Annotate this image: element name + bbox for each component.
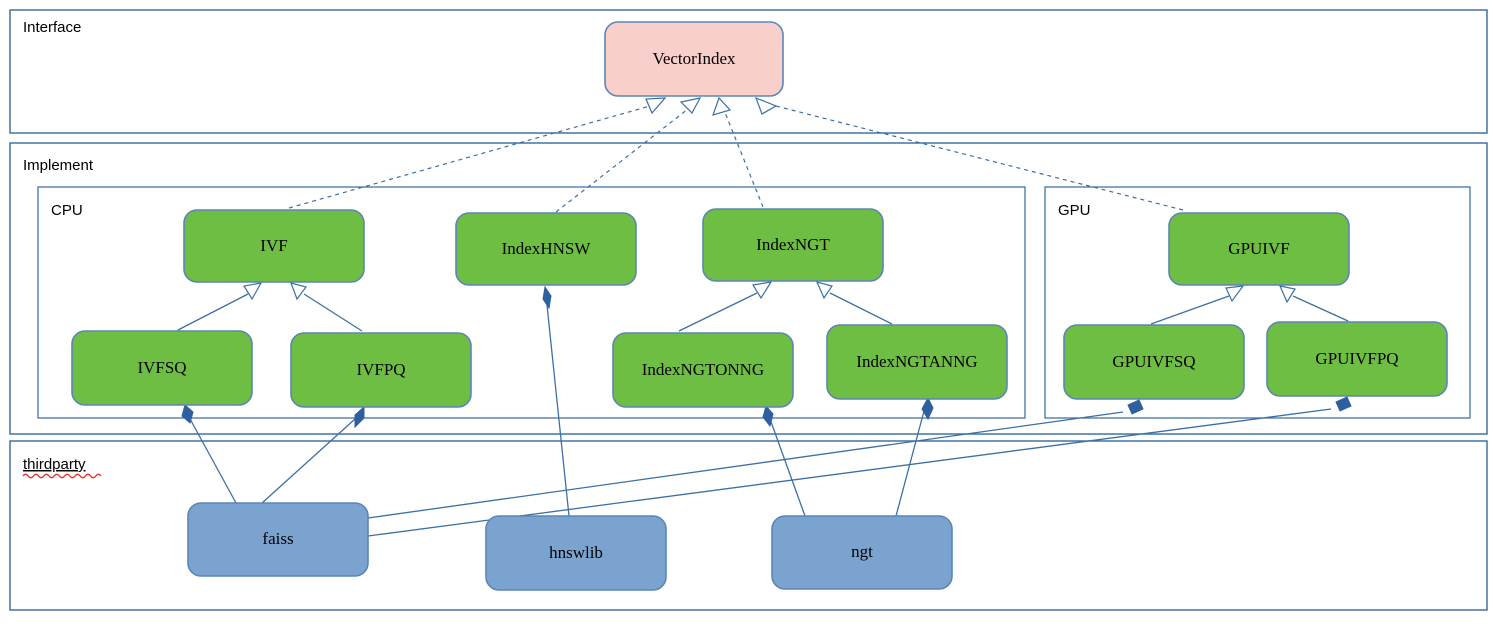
node-gpuivfsq[interactable]: GPUIVFSQ (1063, 324, 1245, 400)
edge-ngt-indexngtanng (895, 410, 925, 517)
group-frame-gpu (1044, 186, 1471, 419)
node-label-indexngtanng: IndexNGTANNG (856, 352, 977, 371)
arrowhead-filled-diamond (181, 404, 194, 424)
arrowhead-hollow-triangle (752, 281, 773, 300)
node-ngt[interactable]: ngt (771, 515, 953, 590)
node-label-gpuivfsq: GPUIVFSQ (1112, 352, 1195, 371)
arrowhead-hollow-triangle (290, 282, 308, 301)
node-ivfpq[interactable]: IVFPQ (290, 332, 472, 408)
node-label-gpuivfpq: GPUIVFPQ (1315, 349, 1398, 368)
arrowhead-hollow-triangle (712, 96, 732, 116)
arrowhead-hollow-triangle (815, 281, 833, 300)
group-frame-cpu (37, 186, 1026, 419)
node-box-ivfpq[interactable] (290, 332, 472, 408)
arrowhead-filled-diamond (354, 405, 365, 429)
node-box-faiss[interactable] (187, 502, 369, 577)
node-box-ivfsq[interactable] (71, 330, 253, 406)
edge-indexngt-vectorindex (723, 109, 764, 208)
node-box-gpuivf[interactable] (1168, 212, 1350, 286)
node-label-gpuivf: GPUIVF (1228, 239, 1289, 258)
nodes: VectorIndex IVF IndexHNSW IndexNGT IVFSQ (71, 21, 1448, 591)
node-label-indexngtonng: IndexNGTONNG (642, 360, 764, 379)
edge-faiss-gpuivfsq (367, 411, 1124, 519)
node-indexngt[interactable]: IndexNGT (702, 208, 884, 282)
arrowhead-filled-diamond (1335, 396, 1352, 412)
edges-composition (181, 285, 1352, 537)
node-ivf[interactable]: IVF (183, 209, 365, 283)
group-labels: Interface Implement CPU GPU thirdparty (22, 19, 1091, 479)
group-label-thirdparty: thirdparty (23, 456, 86, 473)
group-label-interface: Interface (23, 19, 81, 36)
node-box-indexngtonng[interactable] (612, 332, 794, 408)
group-label-gpu: GPU (1058, 202, 1091, 219)
edge-ivfpq-ivf (303, 293, 363, 332)
edge-gpuivfsq-gpuivf (1150, 295, 1230, 325)
node-box-gpuivfsq[interactable] (1063, 324, 1245, 400)
node-label-indexhnsw: IndexHNSW (502, 239, 592, 258)
edge-faiss-gpuivfpq (367, 408, 1332, 537)
node-label-ngt: ngt (851, 542, 873, 561)
node-box-hnswlib[interactable] (485, 515, 667, 591)
node-faiss[interactable]: faiss (187, 502, 369, 577)
node-gpuivf[interactable]: GPUIVF (1168, 212, 1350, 286)
arrowhead-hollow-triangle (1278, 285, 1296, 304)
edge-indexngtonng-indexngt (678, 292, 758, 332)
node-box-vectorindex[interactable] (604, 21, 784, 97)
node-indexhnsw[interactable]: IndexHNSW (455, 212, 637, 286)
arrowhead-hollow-triangle (645, 97, 667, 115)
edge-hnswlib-indexhnsw (546, 304, 570, 517)
node-label-ivfpq: IVFPQ (356, 360, 405, 379)
edge-gpuivfpq-gpuivf (1292, 295, 1349, 322)
node-box-gpuivfpq[interactable] (1266, 321, 1448, 397)
node-gpuivfpq[interactable]: GPUIVFPQ (1266, 321, 1448, 397)
node-label-hnswlib: hnswlib (549, 543, 603, 562)
node-ivfsq[interactable]: IVFSQ (71, 330, 253, 406)
node-box-indexngtanng[interactable] (826, 324, 1008, 400)
node-box-ngt[interactable] (771, 515, 953, 590)
node-label-vectorindex: VectorIndex (652, 49, 736, 68)
node-box-ivf[interactable] (183, 209, 365, 283)
arrowhead-filled-diamond (762, 404, 774, 428)
edge-gpuivf-vectorindex (771, 104, 1184, 211)
node-label-ivf: IVF (260, 236, 287, 255)
node-vectorindex[interactable]: VectorIndex (604, 21, 784, 97)
edge-indexngtanng-indexngt (829, 292, 893, 325)
node-box-indexhnsw[interactable] (455, 212, 637, 286)
group-label-cpu: CPU (51, 202, 83, 219)
node-box-indexngt[interactable] (702, 208, 884, 282)
node-label-indexngt: IndexNGT (756, 235, 830, 254)
node-indexngtanng[interactable]: IndexNGTANNG (826, 324, 1008, 400)
arrowhead-hollow-triangle (679, 97, 702, 114)
arrowhead-hollow-triangle (1225, 285, 1245, 303)
arrowhead-filled-diamond (542, 285, 552, 310)
node-label-ivfsq: IVFSQ (137, 358, 186, 377)
edge-ngt-indexngtonng (769, 418, 806, 517)
edge-faiss-ivfsq (188, 416, 237, 504)
edges-realization (288, 96, 1184, 213)
edge-faiss-ivfpq (261, 418, 356, 504)
spellcheck-squiggle-icon (22, 473, 102, 479)
node-label-faiss: faiss (262, 529, 293, 548)
edge-indexhnsw-vectorindex (555, 108, 689, 213)
edge-ivfsq-ivf (177, 293, 249, 331)
node-hnswlib[interactable]: hnswlib (485, 515, 667, 591)
arrowhead-filled-diamond (1127, 399, 1144, 415)
arrowhead-filled-diamond (921, 396, 934, 421)
node-indexngtonng[interactable]: IndexNGTONNG (612, 332, 794, 408)
edge-ivf-vectorindex (288, 105, 651, 209)
edges-generalization (177, 281, 1349, 332)
group-label-implement: Implement (23, 157, 94, 174)
arrowhead-hollow-triangle (243, 282, 263, 301)
arrowhead-hollow-triangle (754, 96, 778, 115)
